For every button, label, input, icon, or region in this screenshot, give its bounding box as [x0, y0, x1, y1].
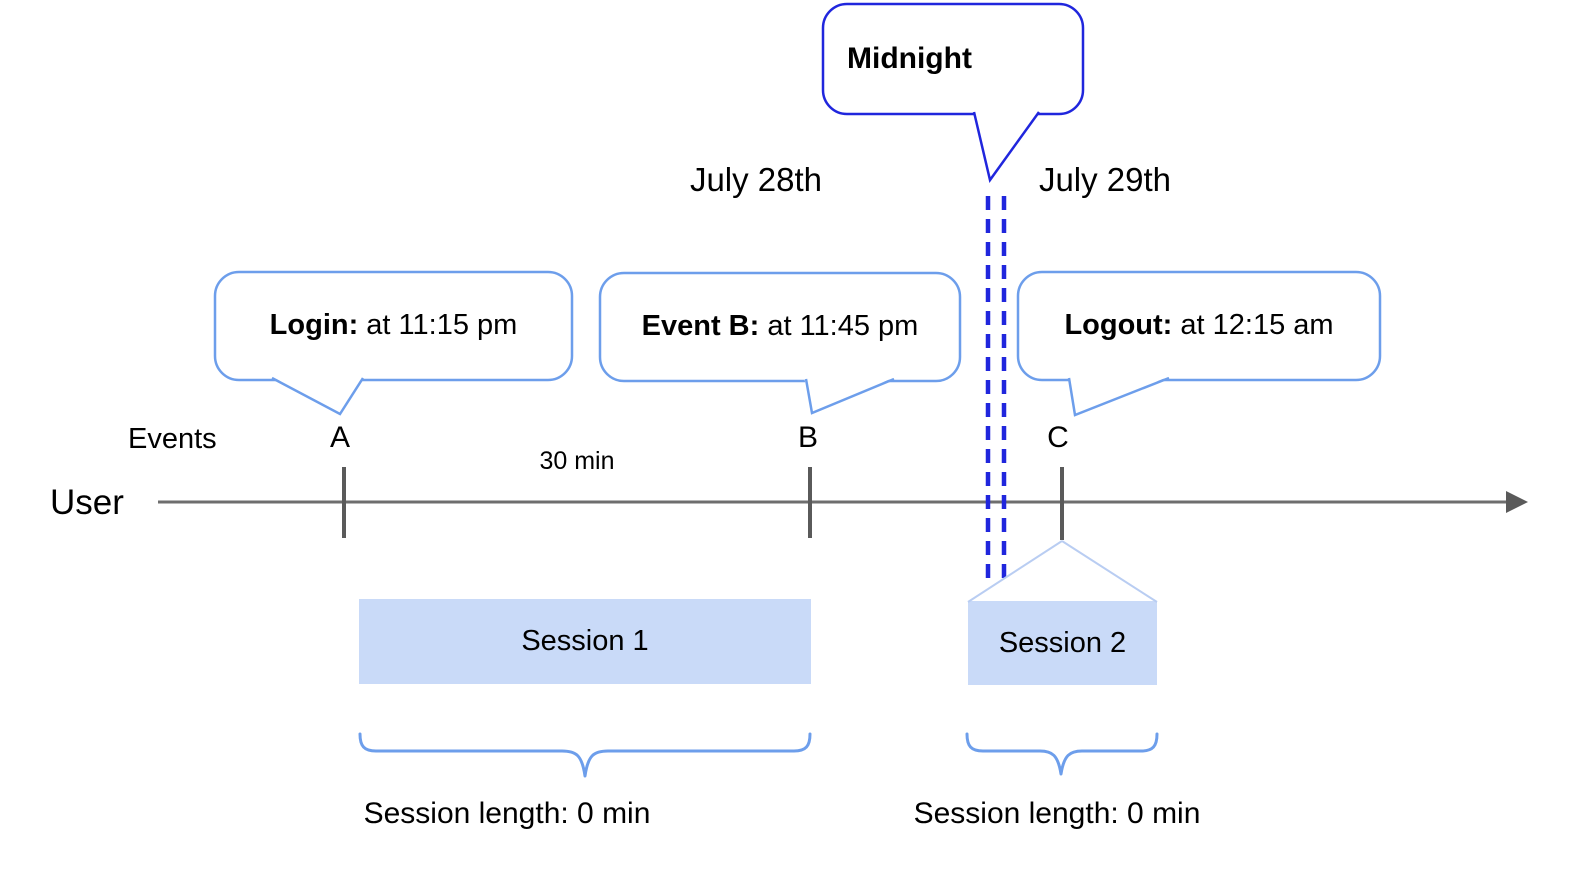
timeline-arrowhead — [1506, 491, 1528, 513]
events-row-label: Events — [128, 423, 217, 455]
session-2-length-label: Session length: 0 min — [913, 797, 1201, 830]
session-1-brace — [358, 732, 812, 778]
user-row-label: User — [50, 483, 124, 522]
logout-callout-tail-fill — [1068, 376, 1170, 415]
event-b-callout-text: Event B: at 11:45 pm — [600, 273, 960, 379]
login-callout-rest: at 11:15 pm — [358, 308, 518, 341]
logout-callout-bold: Logout: — [1064, 308, 1173, 341]
session-2-box: Session 2 — [968, 601, 1157, 685]
midnight-callout-tail-fill — [973, 110, 1040, 180]
event-marker-c: C — [1047, 421, 1069, 454]
session-2-cone — [967, 540, 1158, 603]
login-callout-tail — [271, 376, 365, 416]
midnight-label: Midnight — [847, 42, 972, 75]
interval-label-30min: 30 min — [539, 447, 615, 475]
event-b-callout-tail — [804, 377, 895, 415]
session-1-box: Session 1 — [359, 599, 811, 684]
session-1-label: Session 1 — [521, 625, 649, 657]
midnight-callout-tail — [972, 111, 1041, 183]
event-b-callout-tail-fill — [804, 377, 895, 413]
logout-callout-text: Logout: at 12:15 am — [1018, 272, 1380, 378]
event-b-callout-bold: Event B: — [641, 309, 760, 342]
event-marker-a: A — [329, 421, 351, 454]
event-marker-b: B — [797, 421, 819, 454]
date-label-july-28: July 28th — [689, 161, 823, 198]
session-2-brace — [965, 732, 1159, 776]
event-b-callout-rest: at 11:45 pm — [759, 309, 919, 342]
logout-callout-rest: at 12:15 am — [1172, 308, 1334, 341]
logout-callout-tail — [1067, 376, 1170, 417]
login-callout-text: Login: at 11:15 pm — [215, 272, 572, 378]
session-1-length-label: Session length: 0 min — [363, 797, 651, 830]
login-callout-tail-fill — [271, 376, 364, 414]
date-label-july-29: July 29th — [1038, 161, 1172, 198]
session-2-label: Session 2 — [998, 626, 1127, 659]
login-callout-bold: Login: — [269, 308, 359, 341]
